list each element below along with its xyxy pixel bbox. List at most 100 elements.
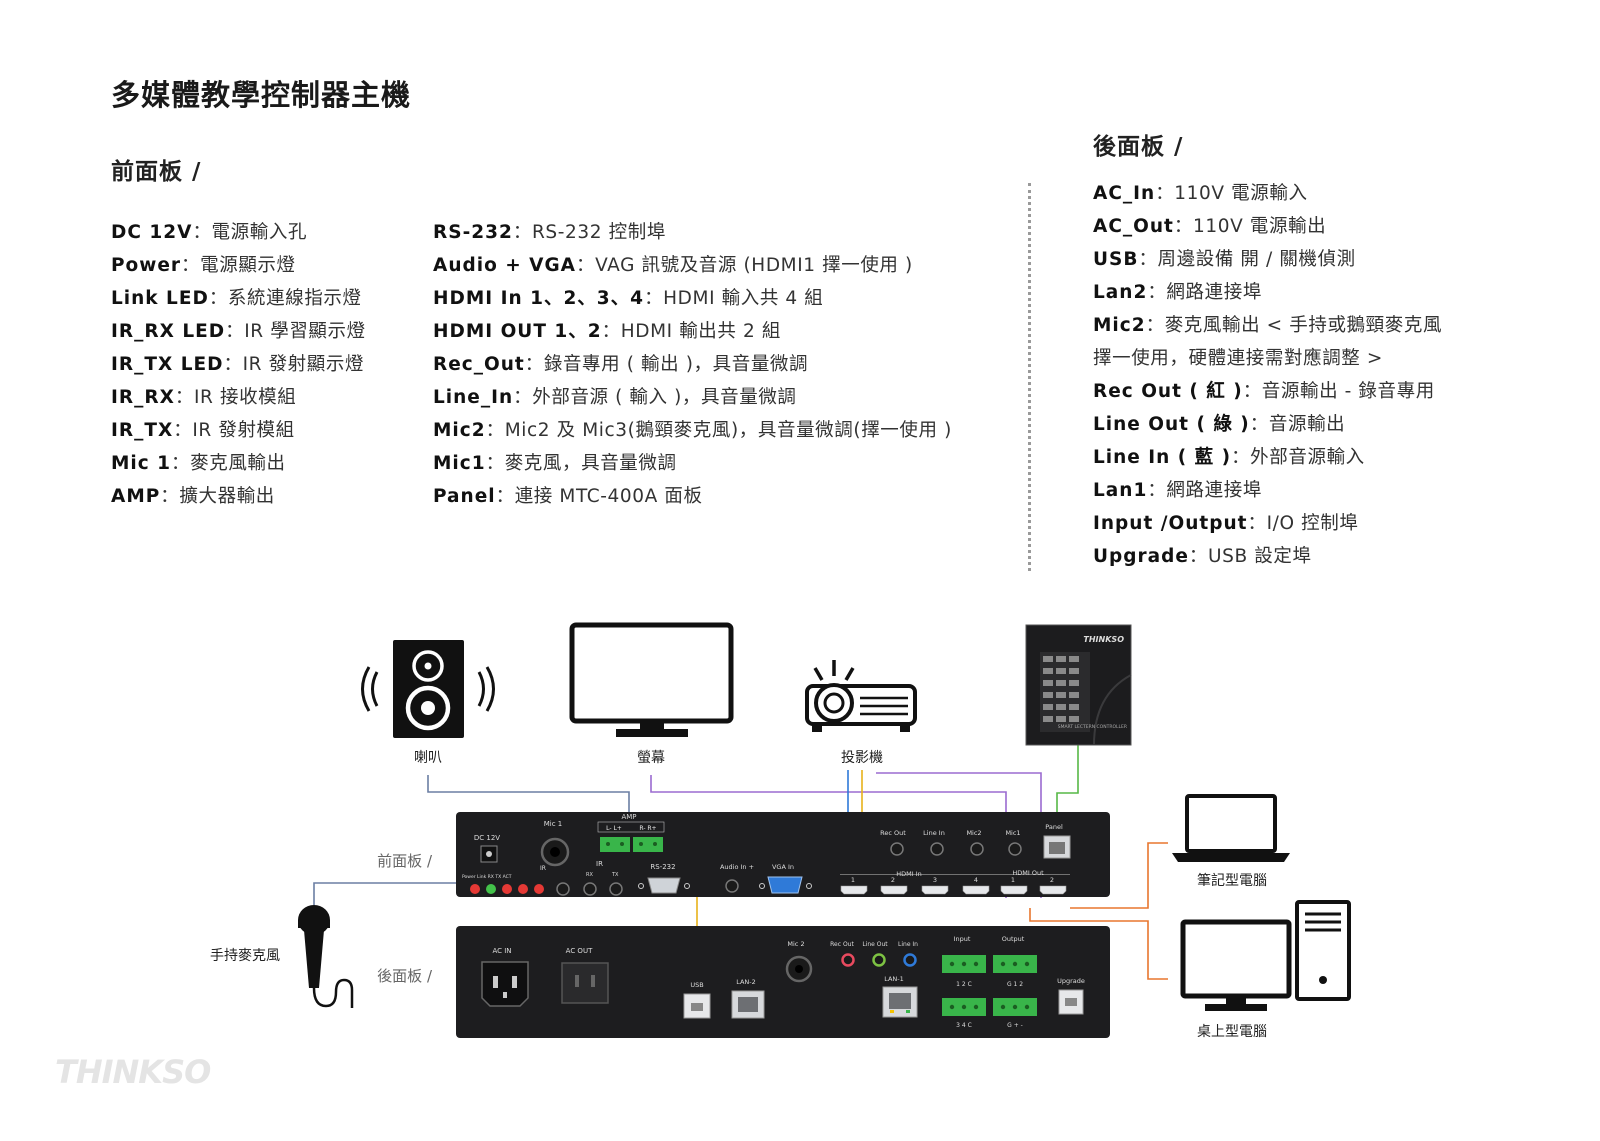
spec-row: Upgrade：USB 設定埠 (1093, 540, 1442, 573)
spec-desc: ：音源輸出 (1249, 414, 1346, 435)
rp-line-in-label: Line In (898, 941, 918, 948)
page-title: 多媒體教學控制器主機 (111, 78, 412, 112)
rp-in-bot-label: 3 4 C (956, 1022, 972, 1029)
spec-desc: ：系統連線指示燈 (208, 288, 362, 309)
spec-desc: ：IR 發射模組 (173, 420, 295, 441)
spec-key: IR_RX LED (111, 321, 226, 342)
rp-lan2-label: LAN-2 (736, 978, 756, 986)
fp-amp-label: AMP (621, 813, 636, 821)
line-out-jack (872, 953, 886, 967)
panel-caption: SMART LECTERN CONTROLLER (1058, 724, 1127, 730)
spec-row: IR_TX LED：IR 發射顯示燈 (111, 348, 366, 381)
fp-panel-label: Panel (1045, 823, 1063, 831)
spec-desc: ：IR 接收模組 (174, 387, 297, 408)
wire-laptop (1070, 842, 1168, 909)
spec-row: Lan1：網路連接埠 (1093, 474, 1442, 507)
projector-icon (805, 660, 917, 732)
side-label-rear: 後面板 / (377, 967, 433, 985)
spec-desc: ：擴大器輸出 (160, 486, 275, 507)
spec-row: HDMI In 1、2、3、4：HDMI 輸入共 4 組 (433, 282, 952, 315)
spec-desc: ：音源輸出 - 錄音專用 (1242, 381, 1435, 402)
spec-desc: ：電源顯示燈 (181, 255, 296, 276)
fp-ir2-label: IR (596, 860, 603, 868)
rp-in-top-label: 1 2 C (956, 981, 972, 988)
front-panel-unit: DC 12V Mic 1 AMP L- L+ R- R+ IR IR RX TX… (456, 812, 1110, 897)
panel-brand: THINKSO (1083, 635, 1124, 644)
speaker-label: 喇叭 (414, 750, 442, 766)
rp-output-label: Output (1002, 935, 1025, 943)
spec-row: IR_RX：IR 接收模組 (111, 381, 366, 414)
monitor-label: 螢幕 (637, 750, 665, 766)
laptop-icon (1172, 794, 1290, 862)
spec-desc: ：VAG 訊號及音源 (HDMI1 擇一使用 ) (575, 255, 913, 276)
rp-rec-out-label: Rec Out (830, 941, 854, 948)
spec-row: DC 12V：電源輸入孔 (111, 216, 366, 249)
fp-hdmi-out-2: 2 (1050, 876, 1054, 884)
spec-key: IR_TX (111, 420, 174, 441)
fp-hdmi-in-1: 1 (851, 876, 855, 884)
fp-hdmi-in-4: 4 (974, 876, 978, 884)
fp-mic1b-label: Mic1 (1005, 829, 1020, 837)
spec-key: Mic 1 (111, 453, 172, 474)
fp-hdmi-in-2: 2 (891, 876, 895, 884)
spec-key: Rec_Out (433, 354, 525, 375)
spec-key: HDMI OUT 1、2 (433, 321, 602, 342)
spec-desc: ：110V 電源輸出 (1173, 216, 1327, 237)
rp-ac-out-label: AC OUT (566, 947, 593, 955)
spec-row: 擇一使用，硬體連接需對應調整 > (1093, 342, 1442, 375)
rec-out-jack (841, 953, 855, 967)
fp-hdmi-out-label: HDMI Out (1012, 869, 1044, 877)
spec-row: Mic2：Mic2 及 Mic3(鵝頸麥克風)，具音量微調(擇一使用 ) (433, 414, 952, 447)
spec-key: Rec Out ( 紅 ) (1093, 381, 1243, 402)
spec-key: Lan2 (1093, 282, 1148, 303)
spec-key: AC_In (1093, 183, 1156, 204)
spec-row: Line_In：外部音源 ( 輸入 )，具音量微調 (433, 381, 952, 414)
fp-hdmi-in-label: HDMI In (896, 870, 922, 878)
fp-hdmi-out-1: 1 (1011, 876, 1015, 884)
rp-ac-in-label: AC IN (492, 947, 511, 955)
spec-key: Audio + VGA (433, 255, 576, 276)
spec-key: HDMI In 1、2、3、4 (433, 288, 645, 309)
spec-key: Input /Output (1093, 513, 1248, 534)
spec-key: Mic2 (1093, 315, 1146, 336)
fp-amp-l-label: L- L+ (606, 825, 622, 832)
spec-row: IR_RX LED：IR 學習顯示燈 (111, 315, 366, 348)
spec-desc: ：錄音專用 ( 輸出 )，具音量微調 (524, 354, 809, 375)
fp-hdmi-in-3: 3 (933, 876, 937, 884)
rear-panel-unit: AC IN AC OUT USB LAN-2 Mic 2 Rec Out Lin… (456, 926, 1110, 1038)
front-panel-heading: 前面板 / (111, 159, 202, 185)
spec-desc: 擇一使用，硬體連接需對應調整 > (1093, 348, 1383, 369)
spec-row: Power：電源顯示燈 (111, 249, 366, 282)
spec-desc: ：USB 設定埠 (1188, 546, 1312, 567)
microphone-icon (298, 905, 354, 1008)
mic-label: 手持麥克風 (210, 948, 280, 964)
line-in-jack (903, 953, 917, 967)
fp-dc-label: DC 12V (474, 834, 500, 842)
spec-desc: ：110V 電源輸入 (1155, 183, 1308, 204)
wire-desktop (1029, 908, 1168, 980)
spec-row: Rec_Out：錄音專用 ( 輸出 )，具音量微調 (433, 348, 952, 381)
spec-row: Panel：連接 MTC-400A 面板 (433, 480, 952, 513)
spec-row: Input /Output：I/O 控制埠 (1093, 507, 1442, 540)
status-leds (470, 884, 544, 894)
spec-row: AC_In：110V 電源輸入 (1093, 177, 1442, 210)
spec-desc: ：HDMI 輸出共 2 組 (601, 321, 781, 342)
spec-key: AC_Out (1093, 216, 1174, 237)
spec-desc: ：電源輸入孔 (192, 222, 308, 243)
spec-key: IR_TX LED (111, 354, 224, 375)
spec-desc: ：外部音源輸入 (1231, 447, 1365, 468)
monitor-icon (569, 622, 734, 737)
hdmi-ports (840, 885, 1067, 895)
rear-list: AC_In：110V 電源輸入 AC_Out：110V 電源輸出 USB：周邊設備 … (1093, 177, 1442, 573)
fp-rs232-label: RS-232 (650, 863, 675, 871)
spec-row: Line Out ( 綠 )：音源輸出 (1093, 408, 1442, 441)
spec-row: USB：周邊設備 開 / 關機偵測 (1093, 243, 1442, 276)
projector-label: 投影機 (841, 750, 883, 766)
spec-row: Mic 1：麥克風輸出 (111, 447, 366, 480)
spec-key: USB (1093, 249, 1139, 270)
spec-desc: ：Mic2 及 Mic3(鵝頸麥克風)，具音量微調(擇一使用 ) (485, 420, 952, 441)
speaker-icon (361, 640, 495, 738)
spec-desc: ：麥克風，具音量微調 (485, 453, 677, 474)
spec-desc: ：外部音源 ( 輸入 )，具音量微調 (513, 387, 797, 408)
